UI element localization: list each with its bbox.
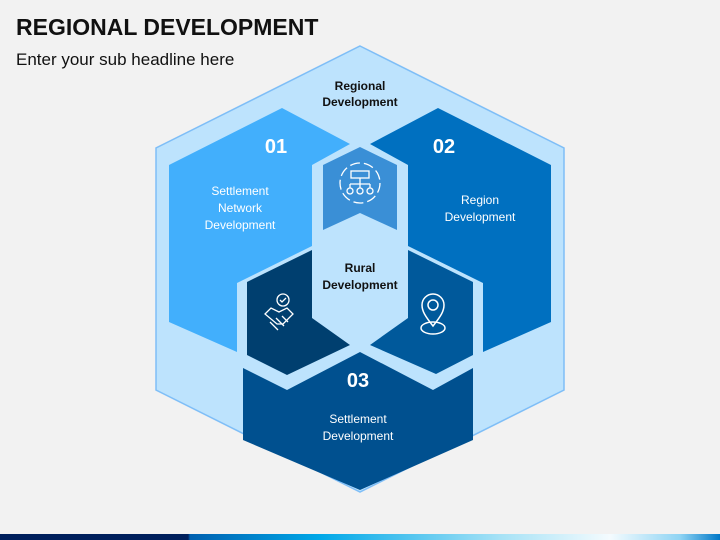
segment-01 [169,108,350,352]
outer-label-1: Regional [335,79,386,93]
footer-gradient-bar [0,534,720,540]
icon-hexagon-left [247,250,350,375]
segment-03 [243,352,473,490]
segment-03-label: Settlement [329,412,387,426]
segment-02-label: Region [461,193,499,207]
outer-label-2: Development [322,95,397,109]
page-title: REGIONAL DEVELOPMENT [16,14,319,40]
segment-02-label: Development [445,210,516,224]
segment-03-label: Development [323,429,394,443]
center-label-2: Development [322,278,397,292]
page-subtitle: Enter your sub headline here [16,50,235,69]
location-pin-icon [420,293,446,335]
segment-01-label: Network [218,201,263,215]
center-label-1: Rural [345,261,376,275]
segment-01-label: Development [205,218,276,232]
icon-hexagon-right [370,250,473,374]
segment-01-number: 01 [265,136,287,158]
segment-03-number: 03 [347,370,369,392]
segment-02 [370,108,551,352]
segment-01-label: Settlement [211,184,269,198]
handshake-icon [264,293,294,331]
network-cycle-icon [339,162,381,204]
segment-02-number: 02 [433,136,455,158]
